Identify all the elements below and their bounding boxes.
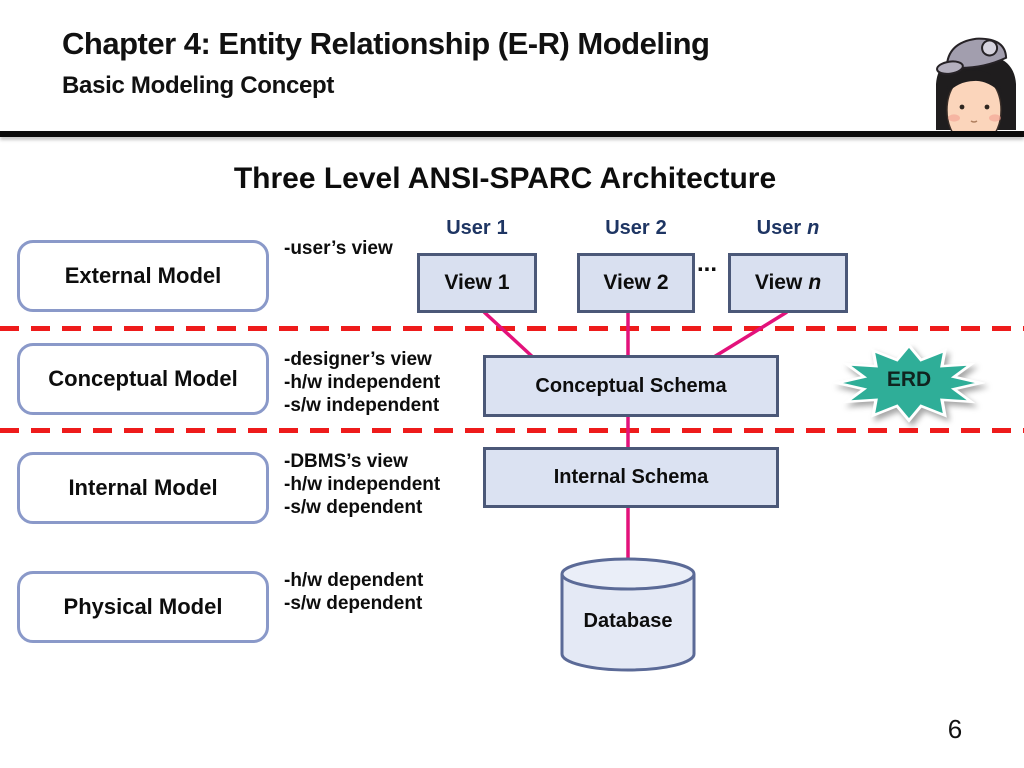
external-model-label: External Model	[64, 263, 222, 288]
note-line: -DBMS’s view	[284, 451, 408, 472]
database-label: Database	[583, 610, 673, 632]
internal-schema-box: Internal Schema	[483, 447, 779, 508]
conceptual-schema-box: Conceptual Schema	[483, 355, 779, 417]
diagram-title: Three Level ANSI-SPARC Architecture	[233, 162, 777, 195]
external-model-box: External Model	[17, 240, 269, 312]
student-character-icon	[936, 37, 1016, 131]
physical-model-notes: -h/w dependent -s/w dependent	[284, 569, 423, 615]
slide-subtitle: Basic Modeling Concept	[62, 72, 335, 99]
note-line: -designer’s view	[284, 349, 432, 370]
note-line: -s/w dependent	[284, 497, 423, 518]
slide-title: Chapter 4: Entity Relationship (E-R) Mod…	[62, 26, 710, 61]
database-cylinder-icon	[560, 557, 696, 672]
note-line: -s/w independent	[284, 395, 440, 416]
conceptual-schema-label: Conceptual Schema	[535, 374, 727, 397]
note-line: -h/w dependent	[284, 570, 424, 591]
internal-schema-label: Internal Schema	[553, 466, 709, 488]
conceptual-model-label: Conceptual Model	[48, 366, 238, 391]
level-separator-dashed-line	[0, 326, 1024, 331]
page-number: 6	[947, 714, 963, 744]
level-separator-dashed-line	[0, 428, 1024, 433]
physical-model-box: Physical Model	[17, 571, 269, 643]
physical-model-label: Physical Model	[63, 594, 223, 619]
internal-model-notes: -DBMS’s view -h/w independent -s/w depen…	[284, 450, 440, 519]
erd-starburst-icon	[833, 343, 985, 423]
header-divider	[0, 131, 1024, 137]
ellipsis: ...	[697, 250, 718, 277]
note-line: -h/w independent	[284, 474, 441, 495]
note-line: -user’s view	[284, 238, 393, 259]
note-line: -h/w independent	[284, 372, 441, 393]
note-line: -s/w dependent	[284, 593, 423, 614]
erd-label: ERD	[886, 368, 932, 391]
conceptual-model-notes: -designer’s view -h/w independent -s/w i…	[284, 348, 440, 417]
external-model-notes: -user’s view	[284, 237, 393, 260]
internal-model-box: Internal Model	[17, 452, 269, 524]
conceptual-model-box: Conceptual Model	[17, 343, 269, 415]
internal-model-label: Internal Model	[68, 475, 218, 500]
